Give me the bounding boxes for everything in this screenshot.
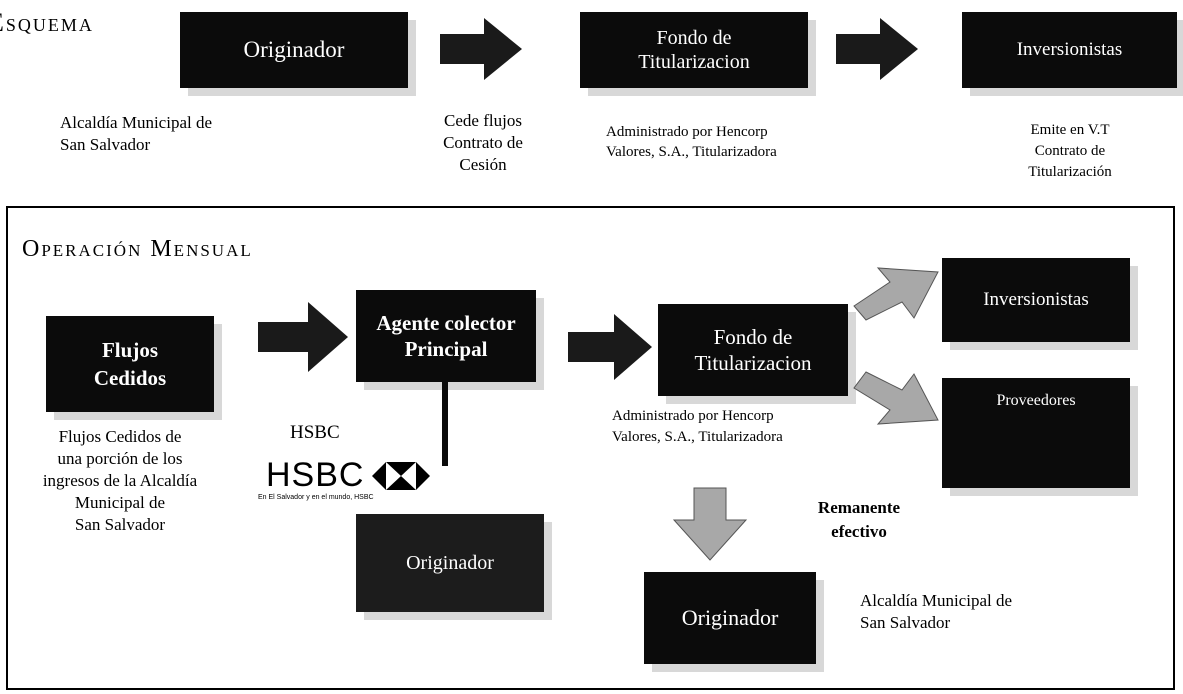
arrow-down-icon: [672, 487, 748, 561]
hsbc-label: HSBC: [290, 422, 340, 443]
arrow-up-right-icon: [853, 267, 939, 321]
arrow-right-icon: [258, 302, 348, 372]
connector-line: [442, 380, 448, 466]
fondo-box: Fondo de Titularizacion: [580, 12, 808, 88]
inversionistas-label: Inversionistas: [1016, 39, 1123, 60]
agente-colector-box: Agente colector Principal: [356, 290, 536, 382]
arrow-right-icon: [440, 18, 522, 80]
flujos-cedidos-caption: Flujos Cedidos de una porción de los ing…: [42, 427, 198, 534]
originador-label: Originador: [243, 37, 345, 62]
proveedores-box: Proveedores: [942, 378, 1130, 488]
flujos-cedidos-box: Flujos Cedidos: [46, 316, 214, 412]
arrow-caption-cede: Cede flujos Contrato de Cesión: [443, 111, 523, 174]
arrow-right-icon: [836, 18, 918, 80]
arrow-right-icon: [568, 314, 652, 380]
inversionistas-box-operacion: Inversionistas: [942, 258, 1130, 342]
arrow-down-right-icon: [853, 371, 939, 425]
fondo-caption: Administrado por Hencorp Valores, S.A., …: [606, 124, 777, 160]
fondo-caption-operacion: Administrado por Hencorp Valores, S.A., …: [612, 408, 783, 445]
inversionistas-box: Inversionistas: [962, 12, 1177, 88]
hsbc-hexagon-icon: [372, 462, 430, 490]
hsbc-logo: HSBC En El Salvador y en el mundo, HSBC: [258, 456, 450, 506]
operacion-title: Operación Mensual: [22, 236, 253, 262]
fondo-label-2: Titularizacion: [638, 51, 750, 73]
operacion-mensual-panel: Operación Mensual Flujos Cedidos Flujos …: [6, 206, 1175, 690]
originador-left-box: Originador: [356, 514, 544, 612]
fondo-label-1: Fondo de: [656, 27, 732, 49]
esquema-title: Esquema: [0, 8, 94, 37]
originador-box: Originador: [180, 12, 408, 88]
originador-caption: Alcaldía Municipal de San Salvador: [60, 113, 213, 154]
originador-bottom-caption: Alcaldía Municipal de San Salvador: [860, 591, 1013, 632]
fondo-box-operacion: Fondo de Titularizacion: [658, 304, 848, 396]
inversionistas-caption: Emite en V.T Contrato de Titularización: [1028, 122, 1112, 180]
originador-bottom-box: Originador: [644, 572, 816, 664]
remanente-caption: Remanente efectivo: [817, 498, 901, 541]
